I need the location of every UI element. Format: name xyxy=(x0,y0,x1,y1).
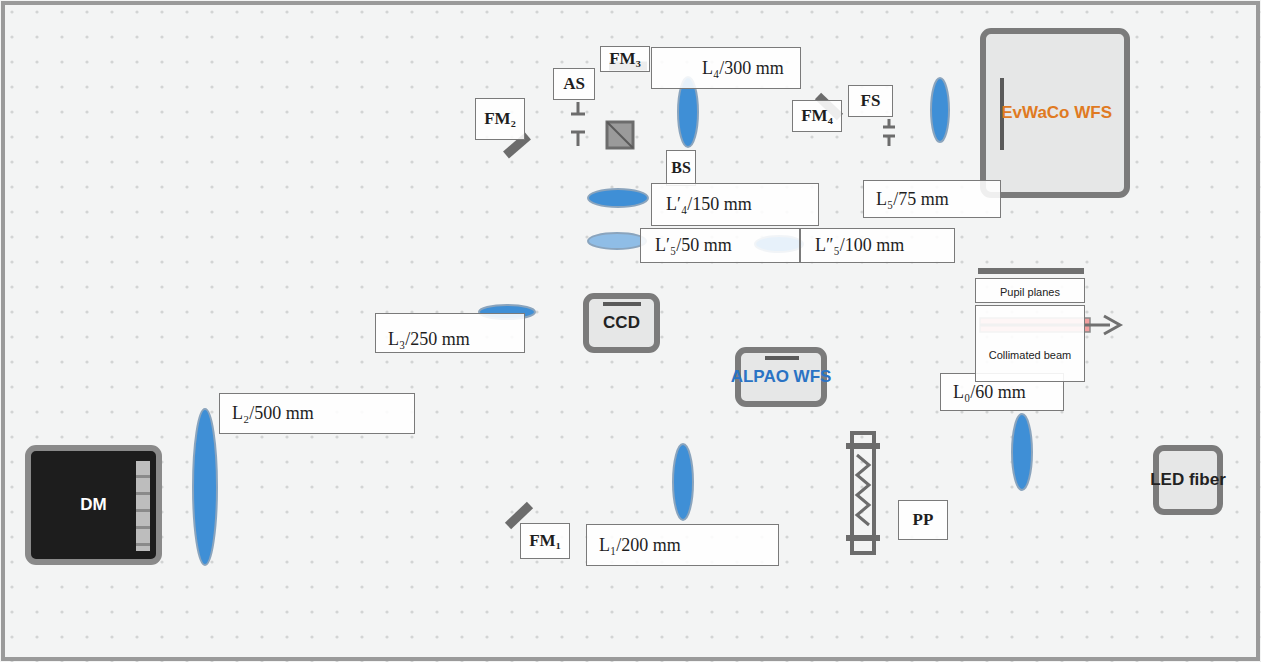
light-source: LED fiber xyxy=(1153,445,1223,515)
fold-mirrors xyxy=(506,66,840,526)
node-text: L₁/200 mm xyxy=(599,535,681,556)
stop-label: FS xyxy=(848,85,893,117)
deformable-mirror: DM xyxy=(25,445,162,565)
node-text: EvWaCo WFS xyxy=(1001,103,1112,123)
node-text: FM₄ xyxy=(801,106,833,126)
node-text: L₄/300 mm xyxy=(702,58,784,79)
legend-text: Collimated beam xyxy=(989,349,1072,361)
node-text: L₀/60 mm xyxy=(953,382,1026,403)
node-text: FM₁ xyxy=(529,531,561,551)
lens-label: L₁/200 mm xyxy=(586,524,779,566)
plate-label: PP xyxy=(898,500,948,540)
camera-box: CCD xyxy=(583,293,660,353)
sensor-plane xyxy=(603,302,641,306)
node-text: L₃/250 mm xyxy=(388,329,470,350)
legend-item: Collimated beam xyxy=(975,305,1085,382)
lens-label: L′₅/50 mm xyxy=(640,228,800,263)
mirror-label: FM₂ xyxy=(475,98,525,140)
node-text: PP xyxy=(913,510,934,530)
node-text: L₂/500 mm xyxy=(232,403,314,424)
pupil-plane-sample xyxy=(978,268,1084,274)
node-text: LED fiber xyxy=(1150,470,1226,490)
legend-item: Pupil planes xyxy=(975,278,1085,303)
mirror-label: FM₄ xyxy=(792,100,842,132)
node-text: FM₂ xyxy=(484,109,516,129)
lens-label: L₂/500 mm xyxy=(219,393,415,434)
lens-label: L₄/300 mm xyxy=(651,47,801,89)
node-text: L₅/75 mm xyxy=(876,189,949,210)
wavefront-sensor: ALPAO WFS xyxy=(735,347,827,407)
lenses xyxy=(193,77,1032,565)
sensor-plane xyxy=(765,356,799,360)
node-text: L″₅/100 mm xyxy=(815,235,904,256)
node-text: BS xyxy=(671,159,691,177)
node-text: L′₄/150 mm xyxy=(666,194,752,215)
node-text: FS xyxy=(861,91,881,111)
wavefront-sensor: EvWaCo WFS xyxy=(980,28,1130,198)
node-text: DM xyxy=(80,495,106,515)
node-text: L′₅/50 mm xyxy=(655,235,732,256)
lens-label: L₅/75 mm xyxy=(863,180,1001,218)
lens-label: L′₄/150 mm xyxy=(651,183,819,226)
frame xyxy=(3,3,1258,659)
node-text: AS xyxy=(563,74,585,94)
mirror-label: FM₁ xyxy=(520,523,570,559)
lens-label: L″₅/100 mm xyxy=(800,228,955,263)
lens-label: L₃/250 mm xyxy=(375,313,525,353)
splitter-label: BS xyxy=(666,150,696,186)
mirror-surface xyxy=(136,461,150,551)
stop-label: AS xyxy=(553,68,595,100)
node-text: FM₃ xyxy=(609,49,641,69)
legend-text: Pupil planes xyxy=(1000,286,1060,298)
mirror-label: FM₃ xyxy=(600,46,650,72)
phase-plate xyxy=(846,433,880,553)
beam-splitter xyxy=(607,122,633,148)
node-text: CCD xyxy=(603,313,640,333)
node-text: ALPAO WFS xyxy=(731,367,832,387)
